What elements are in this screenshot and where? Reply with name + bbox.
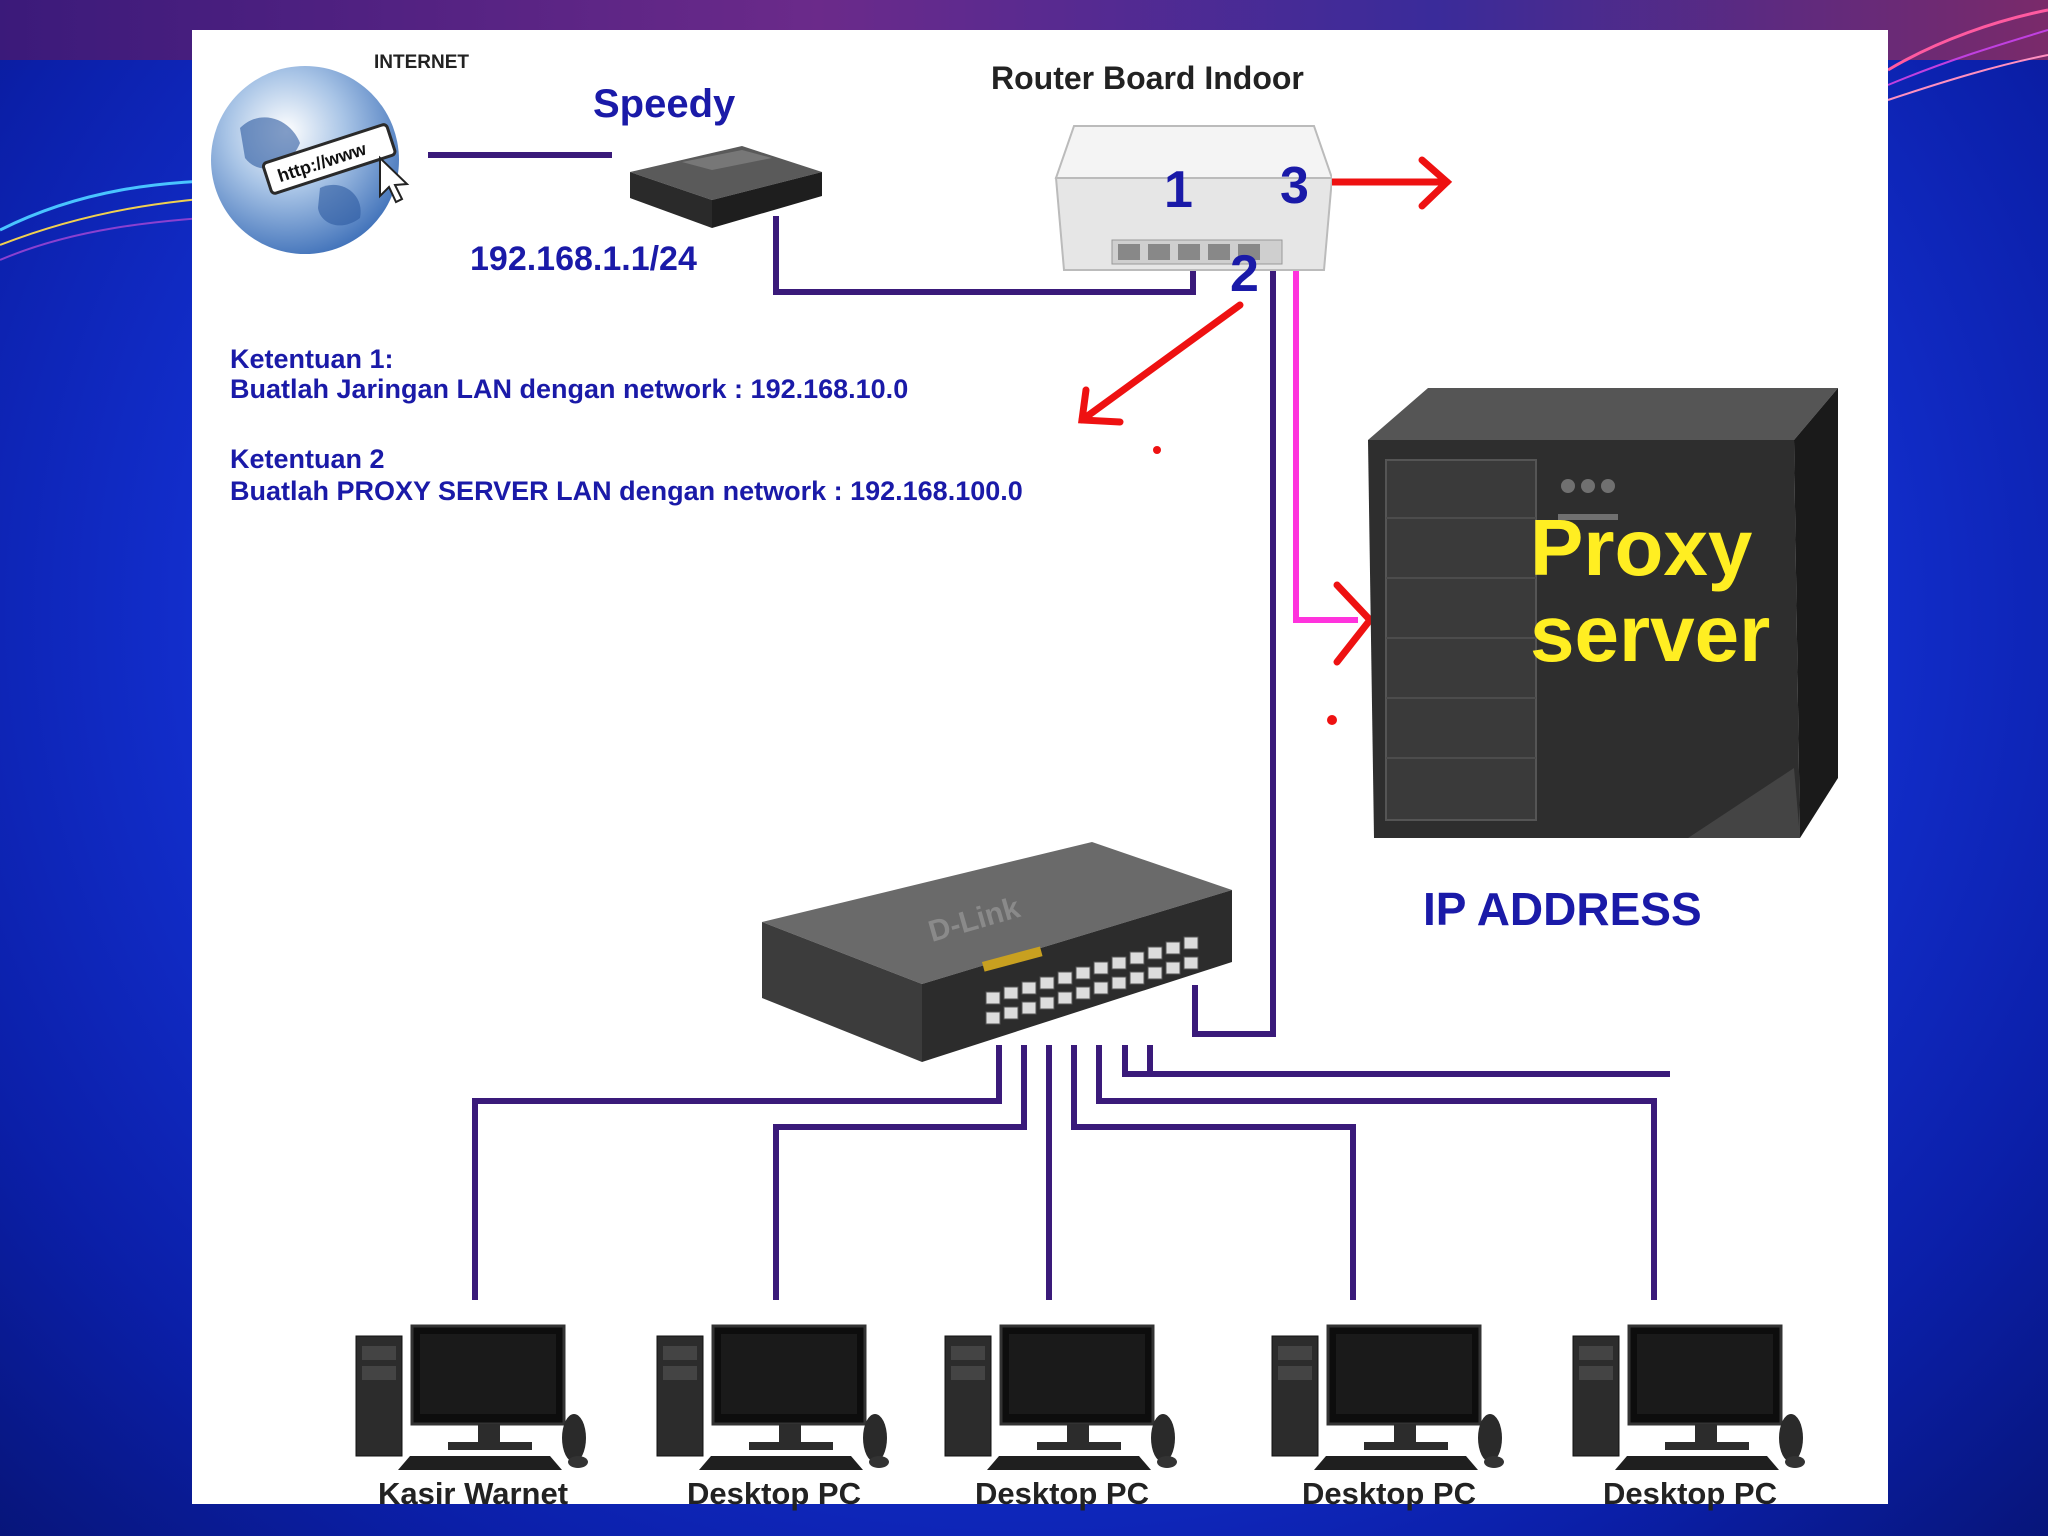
- computer-desktop-pc-1: Desktop PC: [649, 1316, 899, 1516]
- computer-icon: [1572, 1324, 1805, 1470]
- rule-2-text: Buatlah PROXY SERVER LAN dengan network …: [230, 476, 1023, 506]
- computer-label: Kasir Warnet: [377, 1476, 569, 1511]
- internet-label: INTERNET: [374, 52, 469, 73]
- computer-icon: [944, 1324, 1177, 1470]
- computer-icon: [656, 1324, 889, 1470]
- computer-kasir-warnet: Kasir Warnet: [348, 1316, 598, 1516]
- modem-ip: 192.168.1.1/24: [470, 240, 697, 278]
- computer-label: Desktop PC: [1302, 1476, 1476, 1511]
- cable-router-proxy: [1293, 248, 1358, 623]
- computer-label: Desktop PC: [1603, 1476, 1777, 1511]
- proxy-label-line1: Proxy: [1530, 503, 1753, 592]
- network-switch-icon: D-Link: [762, 842, 1232, 1062]
- router-port-2-label: 2: [1230, 245, 1259, 303]
- cable-extra-1: [1122, 1045, 1670, 1077]
- computer-desktop-pc-3: Desktop PC: [1264, 1316, 1514, 1516]
- cable-modem-router: [773, 216, 1196, 295]
- network-cables: [428, 152, 1670, 1300]
- rule-2-title: Ketentuan 2: [230, 444, 385, 474]
- diagram-panel: http://www INTERNET Speedy 192.168.1.1/2…: [192, 30, 1888, 1511]
- arrow-proxy: [1333, 581, 1375, 666]
- router-title: Router Board Indoor: [991, 60, 1304, 96]
- internet-globe-icon: http://www: [211, 66, 410, 254]
- computer-desktop-pc-2: Desktop PC: [937, 1316, 1187, 1516]
- router-port-3-label: 3: [1280, 157, 1309, 215]
- cable-pc5: [1096, 1045, 1657, 1300]
- cable-pc1: [472, 1045, 1002, 1300]
- proxy-server-icon: [1368, 388, 1838, 838]
- computer-icon: [355, 1324, 588, 1470]
- rule-1-title: Ketentuan 1:: [230, 344, 394, 374]
- rule-1-text: Buatlah Jaringan LAN dengan network : 19…: [230, 374, 909, 404]
- computer-desktop-pc-4: Desktop PC: [1565, 1316, 1815, 1516]
- proxy-label-line2: server: [1530, 589, 1771, 678]
- modem-title: Speedy: [593, 82, 736, 126]
- proxy-ip-address-label: IP ADDRESS: [1423, 883, 1702, 935]
- computer-label: Desktop PC: [975, 1476, 1149, 1511]
- computer-label: Desktop PC: [687, 1476, 861, 1511]
- router-port-1-label: 1: [1164, 161, 1193, 219]
- router-board-icon: [1054, 125, 1332, 271]
- cable-router-switch: [1192, 248, 1276, 1037]
- arrow-port2: [1078, 301, 1244, 424]
- cable-pc2: [773, 1045, 1027, 1300]
- modem-icon: [630, 146, 822, 228]
- cable-pc4: [1071, 1045, 1356, 1300]
- computer-icon: [1271, 1324, 1504, 1470]
